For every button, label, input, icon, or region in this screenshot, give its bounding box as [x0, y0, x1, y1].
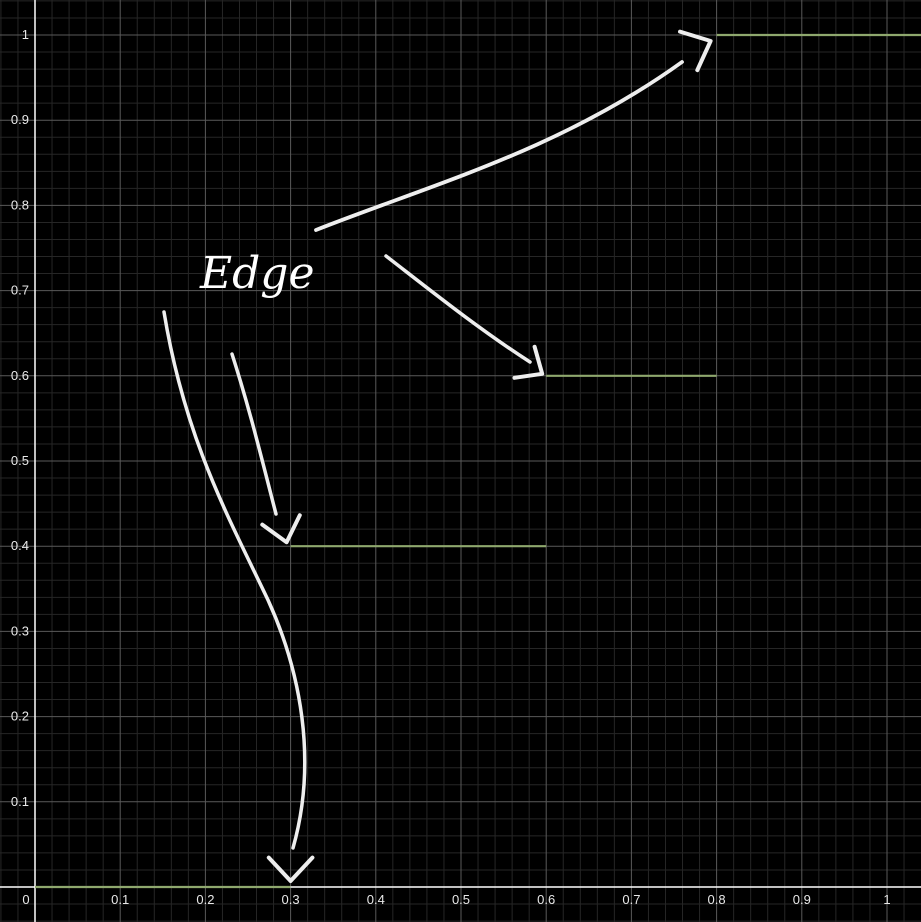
y-tick-label: 0.4	[11, 538, 29, 553]
y-tick-label: 0.2	[11, 709, 29, 724]
x-tick-label: 0.5	[452, 892, 470, 907]
annotation-layer: Edge	[162, 29, 713, 883]
y-tick-label: 0.8	[11, 197, 29, 212]
annotation-arrow-shaft	[230, 352, 278, 516]
y-tick-label: 0.5	[11, 453, 29, 468]
x-tick-label: 0.2	[196, 892, 214, 907]
x-tick-label: 0.7	[622, 892, 640, 907]
x-tick-label: 0	[22, 892, 29, 907]
x-tick-label: 1	[883, 892, 890, 907]
x-tick-label: 0.3	[282, 892, 300, 907]
y-tick-label: 0.1	[11, 794, 29, 809]
annotation-arrow-shaft	[162, 310, 307, 850]
y-tick-label: 0.3	[11, 623, 29, 638]
y-tick-label: 0.7	[11, 283, 29, 298]
annotation-label: Edge	[199, 248, 315, 299]
annotation-arrow-head	[678, 29, 713, 73]
y-tick-label: 0.9	[11, 112, 29, 127]
x-tick-label: 0.6	[537, 892, 555, 907]
x-tick-label: 0.8	[708, 892, 726, 907]
annotation-arrow-head	[260, 513, 302, 545]
y-tick-label: 1	[22, 27, 29, 42]
annotation-arrow-head	[512, 344, 545, 380]
y-tick-label: 0.6	[11, 368, 29, 383]
annotation-arrow-shaft	[384, 254, 532, 364]
series-layer	[35, 33, 921, 889]
x-tick-label: 0.1	[111, 892, 129, 907]
x-tick-label: 0.9	[793, 892, 811, 907]
x-tick-label: 0.4	[367, 892, 385, 907]
tick-labels: 0 0.1 0.2 0.3 0.4 0.5 0.6 0.7 0.8 0.9 1 0.1 0.2 0.3 0.…	[11, 27, 891, 907]
annotation-arrow-shaft	[314, 60, 684, 232]
annotation-arrow-head	[266, 855, 315, 883]
